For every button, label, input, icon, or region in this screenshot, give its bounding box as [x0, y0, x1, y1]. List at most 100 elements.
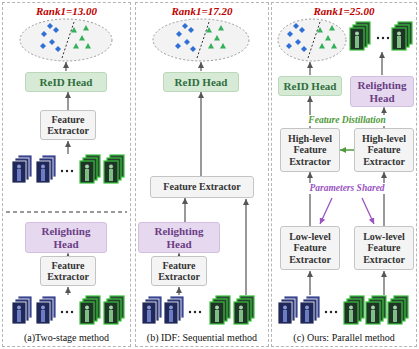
ellipsis-dot [382, 37, 384, 39]
image-stack [350, 22, 370, 50]
feature-space [20, 19, 112, 61]
ellipsis-dot [61, 170, 63, 172]
reid-head-box: ReID Head [278, 76, 342, 96]
flow-arrow [309, 172, 310, 226]
box-label: Relighting Head [354, 79, 410, 104]
flow-arrow [309, 271, 310, 295]
feature-extractor-box: High-level Feature Extractor [280, 128, 340, 172]
feature-extractor-box: Low-level Feature Extractor [354, 226, 414, 270]
ellipsis-dot [71, 311, 73, 313]
ellipsis-dot [377, 37, 379, 39]
reid-head-box: ReID Head [163, 72, 239, 92]
relighting-head-box: Relighting Head [25, 222, 107, 253]
image-stack [366, 296, 386, 324]
feature-extractor-box: Feature Extractor [150, 176, 254, 198]
ellipsis-dot [325, 311, 327, 313]
stage-divider [6, 212, 127, 213]
image-stack [278, 296, 298, 324]
box-label: Feature Extractor [163, 181, 240, 193]
relighting-head-box: Relighting Head [350, 76, 414, 107]
panel-caption: (c) Ours: Parallel method [272, 332, 416, 343]
image-stack [300, 296, 320, 324]
panel-caption: (a)Two-stage method [3, 332, 130, 343]
box-label: High-level Feature Extractor [358, 133, 410, 168]
image-stack [164, 296, 184, 324]
flow-arrow [383, 172, 384, 226]
ellipsis-dot [66, 170, 68, 172]
box-label: ReID Head [40, 76, 93, 89]
rank1-score: Rank1=25.00 [272, 5, 416, 17]
image-stack [104, 155, 124, 183]
rank1-score: Rank1=17.20 [136, 5, 268, 17]
annotation-label: Parameters Shared [308, 183, 385, 194]
reid-head-box: ReID Head [25, 72, 107, 92]
ellipsis-dot [387, 37, 389, 39]
feature-space [153, 19, 249, 61]
flow-arrow [383, 271, 384, 295]
image-stack [344, 296, 364, 324]
box-label: ReID Head [175, 76, 228, 89]
image-stack [104, 296, 124, 324]
distillation-arrow [340, 149, 354, 151]
box-label: Low-level Feature Extractor [284, 231, 336, 266]
image-stack [80, 296, 100, 324]
feature-extractor-box: Feature Extractor [151, 256, 207, 286]
rank1-score: Rank1=13.00 [3, 5, 130, 17]
flow-arrow [67, 287, 68, 295]
box-label: Low-level Feature Extractor [358, 231, 410, 266]
flow-arrow [200, 62, 201, 71]
flow-arrow [65, 62, 66, 71]
panel-caption: (b) IDF: Sequential method [136, 332, 268, 343]
image-stack [36, 296, 56, 324]
feature-extractor-box: High-level Feature Extractor [354, 128, 414, 172]
ellipsis-dot [71, 170, 73, 172]
feature-extractor-box: Feature Extractor [40, 256, 96, 286]
image-stack [234, 296, 254, 324]
image-stack [392, 22, 412, 50]
box-label: Feature Extractor [44, 260, 92, 283]
ellipsis-dot [194, 311, 196, 313]
box-label: Feature Extractor [44, 114, 92, 137]
ellipsis-dot [199, 311, 201, 313]
image-stack [12, 155, 32, 183]
flow-arrow [381, 52, 382, 75]
image-stack [12, 296, 32, 324]
ellipsis-dot [189, 311, 191, 313]
image-stack [388, 296, 408, 324]
flow-arrow [245, 199, 246, 295]
flow-arrow [309, 62, 310, 75]
ellipsis-dot [61, 311, 63, 313]
image-stack [142, 296, 162, 324]
flow-arrow [67, 141, 68, 154]
edge-label: Feature Distillation [307, 115, 386, 126]
box-label: Relighting Head [142, 225, 216, 250]
method-panel: Rank1=25.00 (c) Ours: Parallel method ReID… [271, 2, 417, 347]
flow-arrow [200, 92, 201, 176]
feature-space [278, 19, 346, 61]
ellipsis-dot [335, 311, 337, 313]
feature-extractor-box: Low-level Feature Extractor [280, 226, 340, 270]
image-stack [210, 296, 230, 324]
flow-arrow [67, 92, 68, 110]
image-stack [36, 155, 56, 183]
feature-scatter [40, 22, 91, 58]
feature-scatter [286, 22, 337, 58]
ellipsis-dot [66, 311, 68, 313]
feature-extractor-box: Feature Extractor [40, 110, 96, 140]
box-label: ReID Head [284, 80, 337, 93]
method-panel: Rank1=13.00 (a)Two-stage method ReID HeadF… [2, 2, 131, 347]
box-label: High-level Feature Extractor [284, 133, 336, 168]
flow-arrow [184, 198, 185, 222]
feature-scatter [175, 22, 226, 58]
image-stack [80, 155, 100, 183]
box-label: Feature Extractor [155, 260, 203, 283]
flow-arrow [178, 287, 179, 295]
relighting-head-box: Relighting Head [138, 222, 220, 253]
box-label: Relighting Head [29, 225, 103, 250]
shared-arrow [320, 198, 332, 224]
ellipsis-dot [330, 311, 332, 313]
method-panel: Rank1=17.20 (b) IDF: Sequential method ReI… [135, 2, 269, 347]
